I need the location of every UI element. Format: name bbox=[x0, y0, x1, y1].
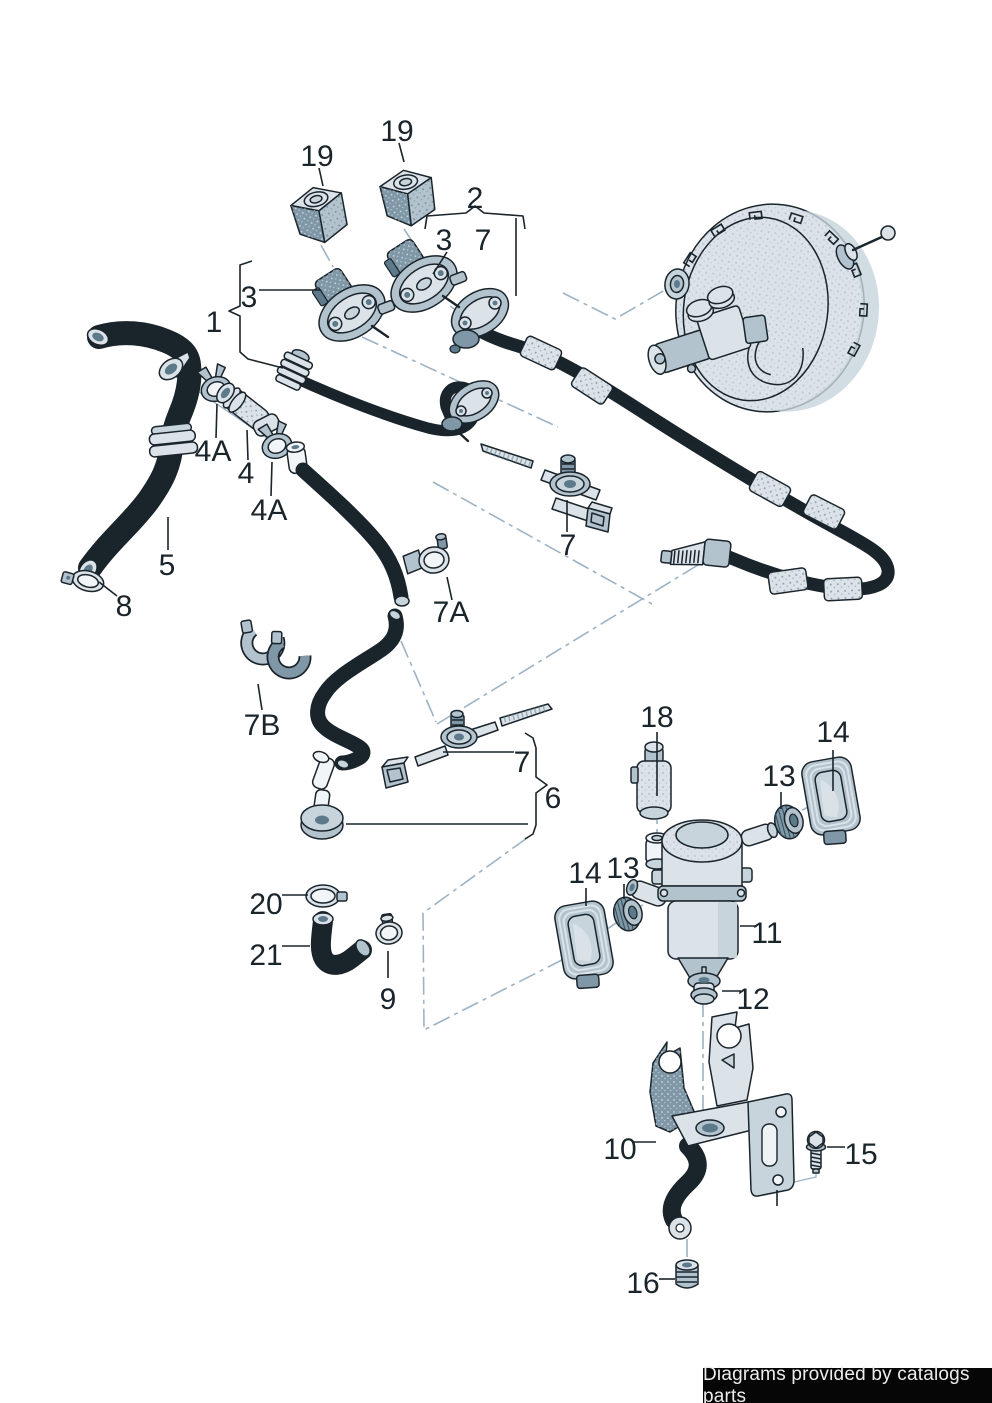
vacuum-pump-11 bbox=[625, 819, 779, 995]
grommet-12 bbox=[687, 966, 721, 1005]
watermark-banner: Diagrams provided by catalogs parts bbox=[703, 1364, 992, 1403]
master-cylinder bbox=[647, 285, 769, 375]
pipe-elbow-fitting bbox=[660, 538, 732, 568]
callout-14-right: 14 bbox=[816, 716, 849, 749]
brake-booster-illustration bbox=[647, 203, 896, 413]
callout-2: 2 bbox=[467, 182, 484, 215]
sensor-3-right bbox=[383, 238, 468, 313]
pipe-clip-7a bbox=[402, 533, 450, 575]
callout-19-right: 19 bbox=[380, 115, 413, 148]
callout-6: 6 bbox=[545, 782, 562, 815]
screw-15 bbox=[805, 1130, 827, 1174]
connector-13-left bbox=[612, 896, 643, 932]
vacuum-pipe-lower bbox=[275, 349, 500, 443]
callout-7-lower-tie: 7 bbox=[514, 746, 531, 779]
callout-14-left: 14 bbox=[568, 857, 601, 890]
callout-12: 12 bbox=[736, 983, 769, 1016]
part-callouts: 19 19 2 3 7 3 1 4A 4 4A 5 8 7A 7B 7 7 6 … bbox=[116, 115, 878, 1300]
vacuum-pipe-upper bbox=[449, 287, 895, 602]
callout-19-left: 19 bbox=[300, 140, 333, 173]
callout-10: 10 bbox=[603, 1133, 636, 1166]
pipe-sleeves bbox=[519, 335, 864, 602]
callout-13-left: 13 bbox=[606, 852, 639, 885]
cable-tie-lower bbox=[381, 703, 553, 789]
pipe-bellows-fitting bbox=[275, 349, 314, 391]
hose-clamp-8 bbox=[60, 569, 105, 593]
seal-14-right bbox=[801, 756, 861, 846]
callout-9: 9 bbox=[380, 983, 397, 1016]
hose-collar bbox=[148, 422, 199, 458]
clamp-20 bbox=[305, 884, 348, 908]
nut-16 bbox=[675, 1259, 699, 1289]
callout-7a: 7A bbox=[433, 596, 470, 629]
callout-15: 15 bbox=[844, 1138, 877, 1171]
booster-pushrod bbox=[835, 225, 896, 270]
callout-3-left: 3 bbox=[241, 281, 258, 314]
callout-11: 11 bbox=[751, 917, 782, 950]
connector-13-right bbox=[773, 804, 804, 840]
callout-4a-second: 4A bbox=[251, 494, 288, 527]
pipe-flange-head bbox=[449, 287, 510, 354]
leader-lines bbox=[98, 142, 845, 1280]
meander-pattern bbox=[682, 210, 869, 358]
callout-7b: 7B bbox=[244, 709, 281, 742]
callout-3-right: 3 bbox=[436, 224, 453, 257]
clamp-9 bbox=[375, 912, 403, 945]
callout-20: 20 bbox=[249, 888, 282, 921]
clamp-4a-second bbox=[257, 420, 293, 460]
vent-valve bbox=[300, 750, 344, 840]
mounting-bracket-10 bbox=[649, 1011, 795, 1240]
white-hose-lower bbox=[310, 608, 404, 771]
watermark-text: Diagrams provided by catalogs parts bbox=[703, 1363, 970, 1403]
callout-13-right: 13 bbox=[762, 760, 795, 793]
pipe-flange-lower bbox=[441, 380, 500, 443]
cap-19-left bbox=[290, 186, 348, 244]
callout-5: 5 bbox=[159, 549, 176, 582]
white-hose-upper bbox=[285, 441, 410, 607]
callout-16: 16 bbox=[626, 1267, 659, 1300]
callout-1: 1 bbox=[206, 306, 223, 339]
callout-21: 21 bbox=[249, 939, 282, 972]
retaining-clip-7b-second bbox=[266, 630, 312, 680]
main-vacuum-hose bbox=[60, 321, 202, 593]
connector-chain bbox=[196, 363, 293, 460]
callout-4: 4 bbox=[238, 457, 255, 490]
callout-4a-first: 4A bbox=[195, 435, 232, 468]
callout-8: 8 bbox=[116, 590, 133, 623]
cable-tie-upper bbox=[480, 443, 613, 533]
seal-14-left bbox=[554, 900, 614, 990]
sensor-3-left bbox=[311, 267, 396, 342]
cap-19-right bbox=[379, 169, 436, 227]
callout-7-upper-tie: 7 bbox=[560, 529, 577, 562]
callout-18: 18 bbox=[640, 701, 673, 734]
booster-hub bbox=[664, 268, 690, 300]
pressure-sensor-18 bbox=[630, 741, 672, 820]
callout-7-pipe: 7 bbox=[475, 224, 492, 257]
elbow-hose-21 bbox=[310, 911, 372, 975]
